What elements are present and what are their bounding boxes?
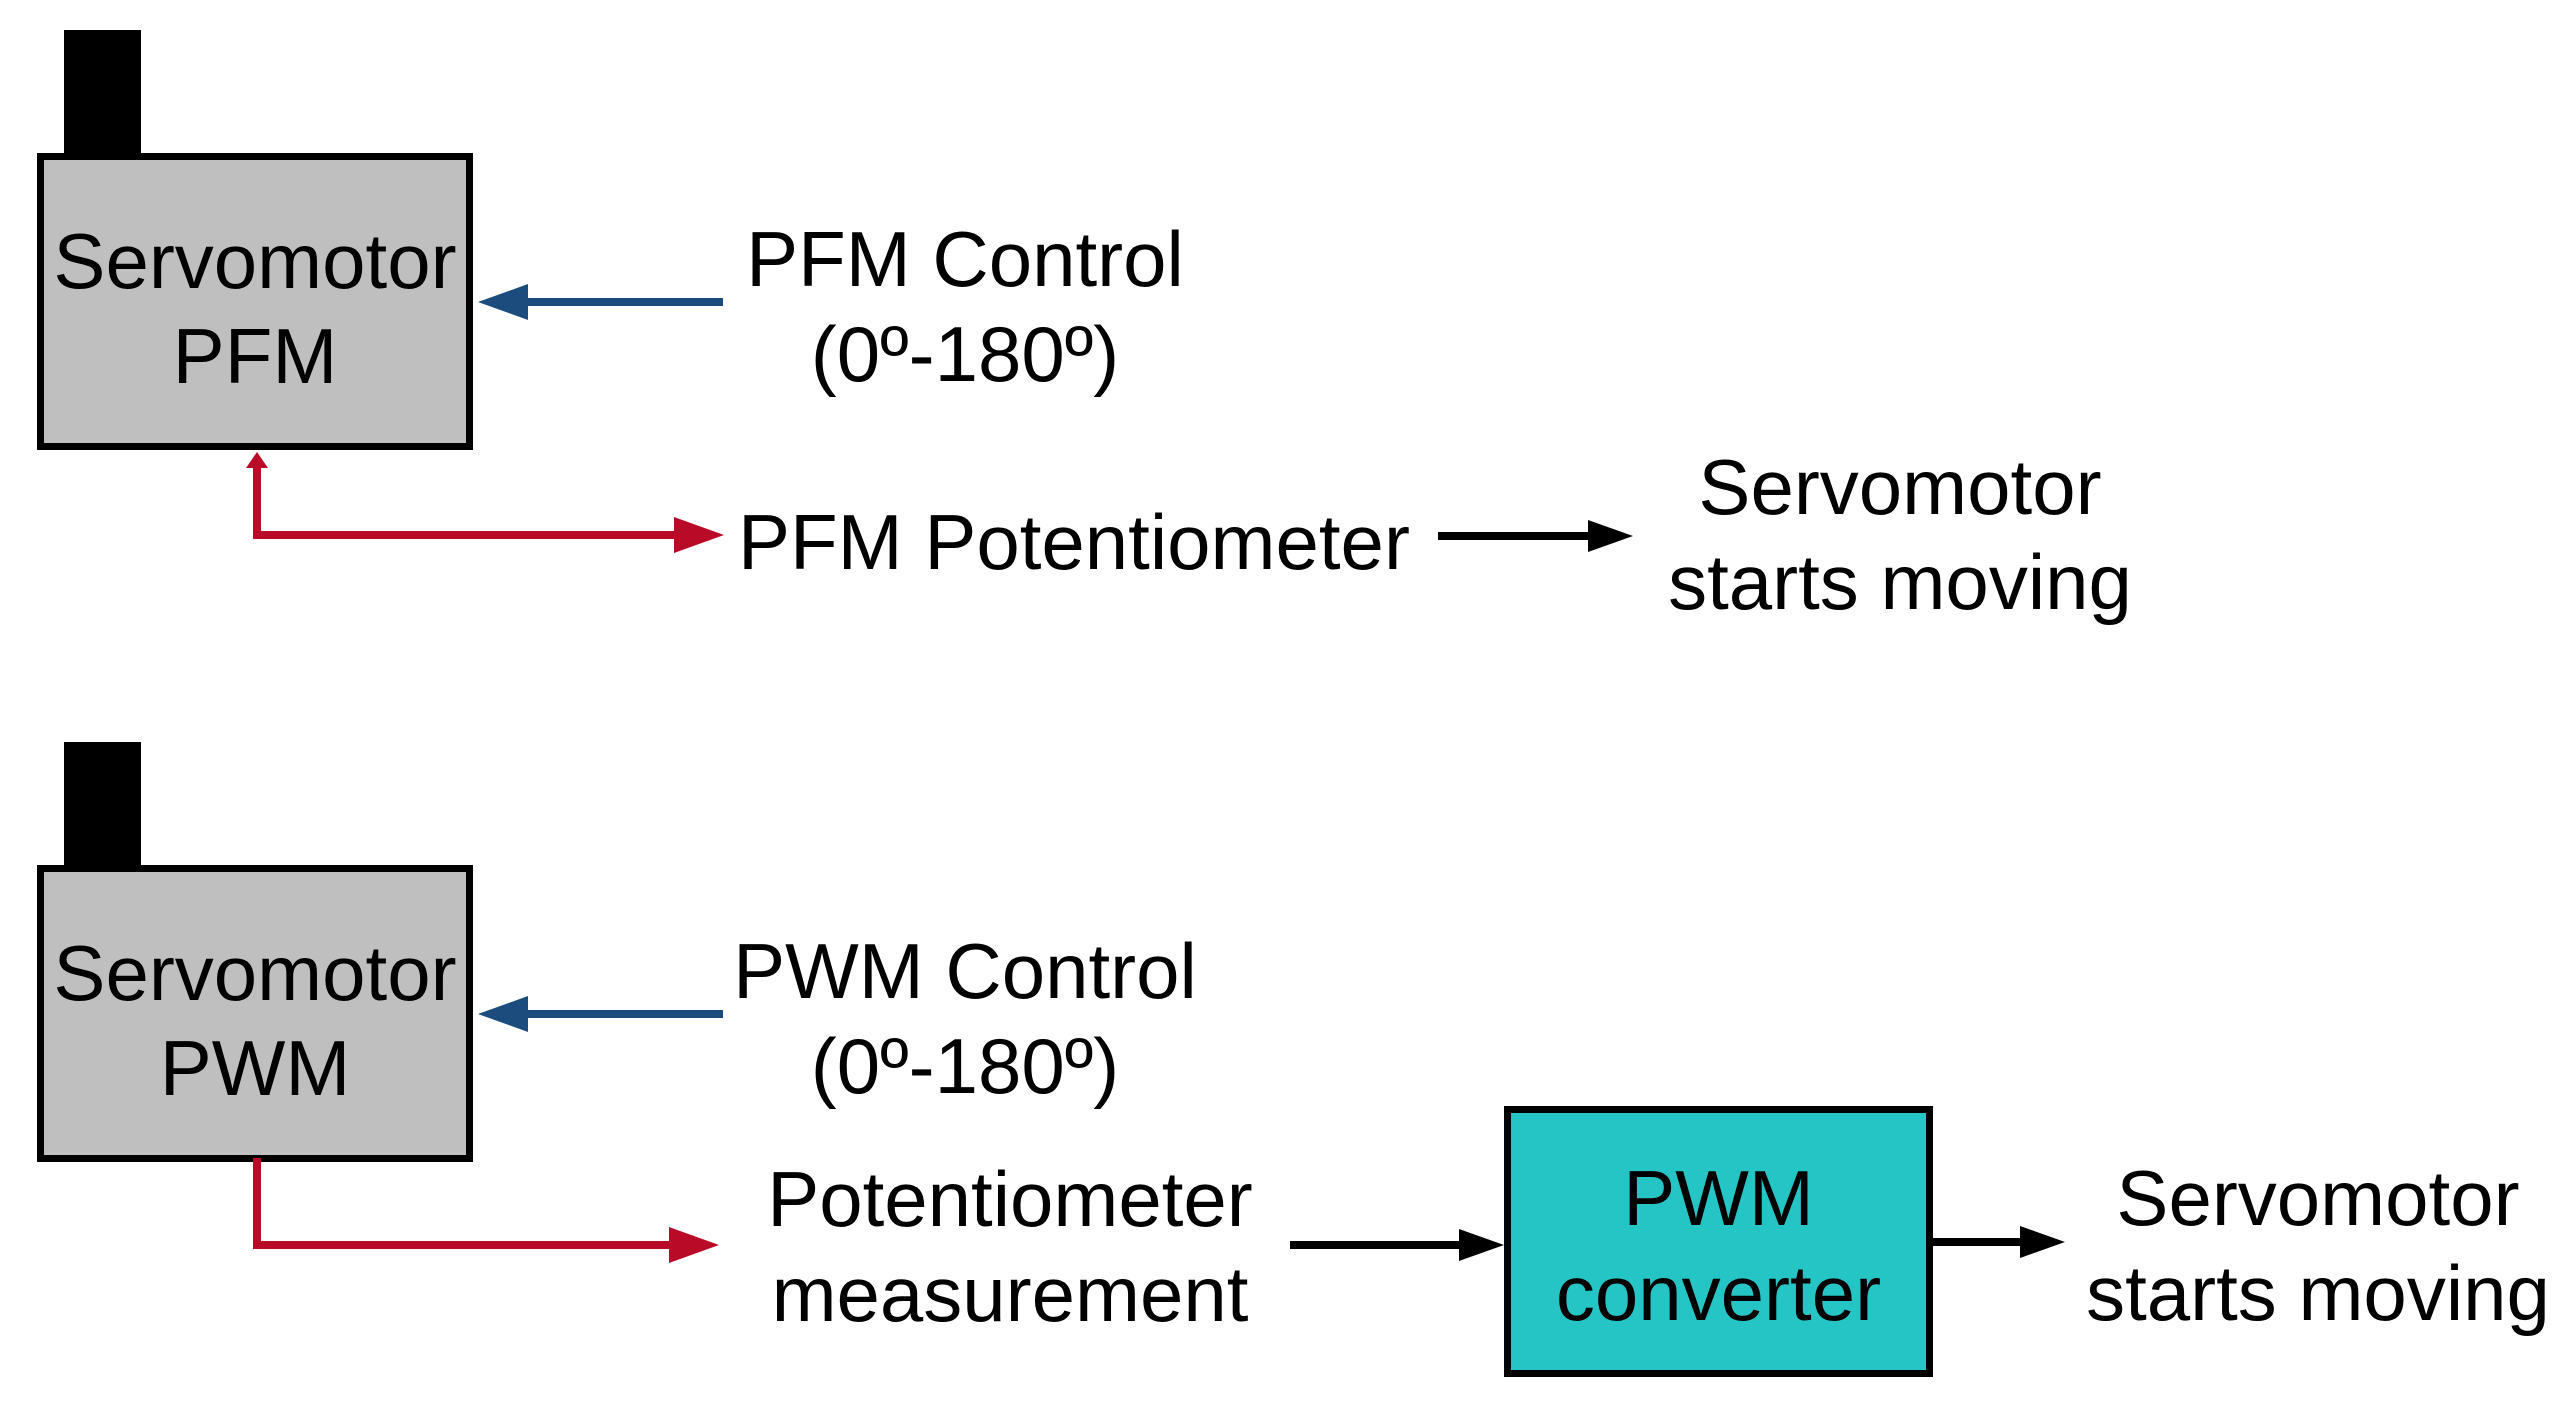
pwm-measurement-label-line1: Potentiometer [767, 1155, 1253, 1243]
servomotor-pwm-box: Servomotor PWM [37, 865, 473, 1162]
pfm-control-label-line2: (0º-180º) [810, 310, 1120, 398]
pfm-control-label: PFM Control (0º-180º) [700, 212, 1230, 402]
pfm-control-arrow-head [478, 284, 528, 320]
pfm-result-label-line1: Servomotor [1698, 443, 2102, 531]
pfm-result-label-line2: starts moving [1668, 538, 2132, 626]
servomotor-pwm-label-line2: PWM [159, 1023, 351, 1112]
servomotor-pfm-box: Servomotor PFM [37, 153, 473, 450]
pwm-control-label: PWM Control (0º-180º) [700, 924, 1230, 1114]
pwm-servo-shaft-icon [64, 742, 141, 866]
pwm-converter-label-line1: PWM [1623, 1153, 1814, 1242]
pwm-converter-box: PWM converter [1504, 1106, 1933, 1377]
pwm-converter-label-line2: converter [1555, 1248, 1882, 1337]
pfm-feedback-arrow-vline [253, 465, 261, 539]
pfm-feedback-arrow-head [674, 517, 724, 553]
pwm-result-label: Servomotor starts moving [2078, 1151, 2558, 1341]
pwm-feedback-arrow-head [669, 1227, 719, 1263]
pwm-feedback-arrow-hline [253, 1241, 673, 1249]
pfm-feedback-arrow-up-head [246, 452, 268, 468]
pfm-potentiometer-label: PFM Potentiometer [738, 498, 1410, 586]
pwm-result-label-line2: starts moving [2086, 1249, 2550, 1337]
pfm-control-arrow-line [524, 298, 723, 306]
pwm-measurement-label-line2: measurement [771, 1250, 1249, 1338]
pfm-result-arrow-head [1588, 520, 1633, 552]
pwm-converter-out-arrow-head [2020, 1226, 2065, 1258]
pwm-control-label-line1: PWM Control [733, 927, 1197, 1015]
servomotor-pwm-label-line1: Servomotor [53, 928, 457, 1017]
pwm-converter-in-arrow-head [1459, 1229, 1504, 1261]
pwm-feedback-arrow-vline [253, 1158, 261, 1249]
pwm-measurement-label: Potentiometer measurement [745, 1152, 1275, 1342]
pfm-result-arrow-line [1438, 532, 1590, 540]
pfm-control-label-line1: PFM Control [746, 215, 1184, 303]
servomotor-pfm-label-line2: PFM [172, 311, 338, 400]
pwm-converter-out-arrow-line [1933, 1238, 2023, 1246]
pwm-control-arrow-head [478, 996, 528, 1032]
pwm-control-arrow-line [524, 1010, 723, 1018]
pwm-result-label-line1: Servomotor [2116, 1154, 2520, 1242]
pwm-control-label-line2: (0º-180º) [810, 1022, 1120, 1110]
pfm-servo-shaft-icon [64, 30, 141, 154]
pfm-feedback-arrow-hline [253, 531, 678, 539]
pwm-converter-in-arrow-line [1290, 1241, 1462, 1249]
pfm-result-label: Servomotor starts moving [1660, 440, 2140, 630]
servomotor-pfm-label-line1: Servomotor [53, 216, 457, 305]
